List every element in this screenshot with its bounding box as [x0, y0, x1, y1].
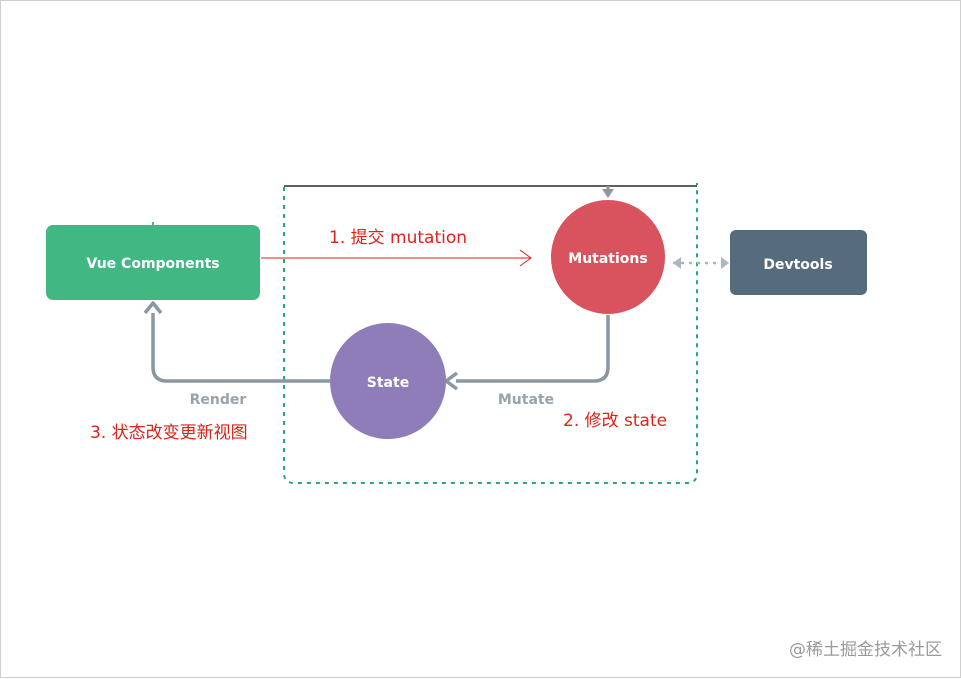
vue-components-label: Vue Components — [86, 256, 219, 272]
store-boundary — [283, 183, 698, 484]
devtools-connector — [673, 257, 729, 269]
watermark: @稀土掘金技术社区 — [789, 640, 942, 660]
render-arrowhead — [143, 301, 163, 315]
node-mutations: Mutations — [551, 200, 665, 314]
node-devtools: Devtools — [730, 230, 867, 295]
node-state: State — [330, 323, 446, 439]
mutate-arrowhead — [444, 371, 459, 391]
mutate-arrow — [456, 315, 610, 383]
top-into-mutations-arrowhead — [602, 189, 614, 198]
annotation-commit: 1. 提交 mutation — [329, 228, 467, 248]
state-label: State — [367, 375, 409, 391]
annotation-update-view: 3. 状态改变更新视图 — [90, 423, 248, 443]
node-vue-components: Vue Components — [46, 225, 260, 300]
mutate-label: Mutate — [498, 392, 554, 408]
commit-arrow — [261, 249, 532, 267]
mutations-label: Mutations — [568, 251, 647, 267]
devtools-label: Devtools — [763, 257, 832, 273]
render-arrow — [151, 313, 330, 383]
annotation-modify: 2. 修改 state — [563, 411, 667, 431]
render-label: Render — [190, 392, 247, 408]
